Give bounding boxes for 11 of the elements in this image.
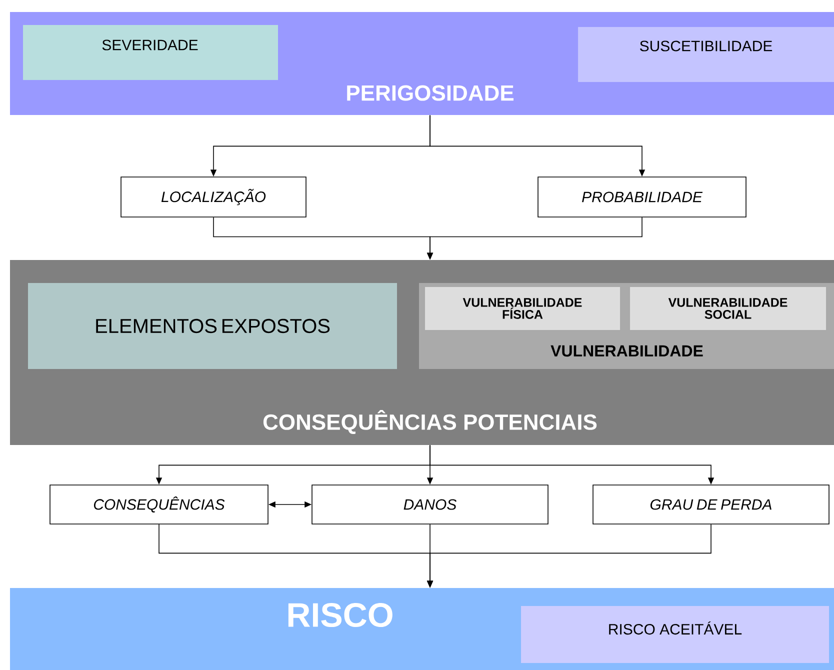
process-box: GRAU DE PERDA [592, 484, 830, 524]
label-box: SEVERIDADE [23, 25, 278, 80]
process-box: LOCALIZAÇÃO [120, 176, 306, 218]
label-box: VULNERABILIDADE SOCIAL [630, 287, 826, 330]
label-box: VULNERABILIDADE FÍSICA [425, 287, 620, 330]
label-box: RISCO ACEITÁVEL [521, 606, 829, 663]
process-box: DANOS [312, 484, 548, 524]
label-box: SUSCETIBILIDADE [578, 27, 834, 82]
label-box: ELEMENTOS EXPOSTOS [28, 283, 397, 369]
process-box: CONSEQUÊNCIAS [50, 484, 268, 524]
process-box: PROBABILIDADE [538, 176, 746, 218]
